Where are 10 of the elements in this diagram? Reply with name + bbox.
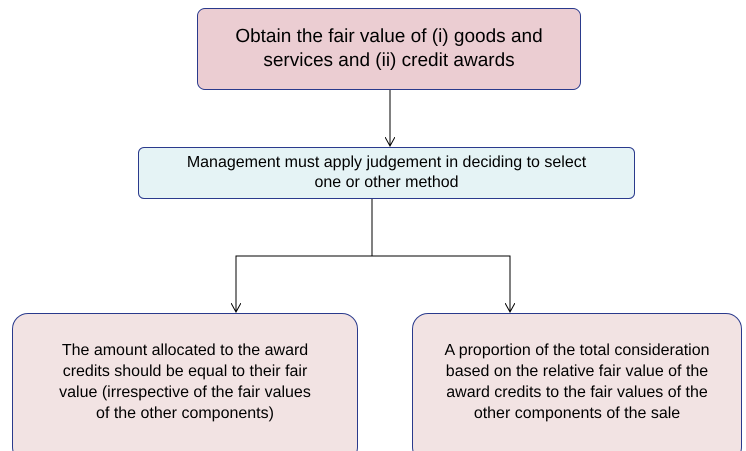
process-box bbox=[12, 313, 358, 451]
box-text: The amount allocated to the award credits should be equal to their fair value (irrespective of the fair values of the other components) bbox=[58, 341, 312, 424]
process-box bbox=[197, 8, 581, 90]
box-text: A proportion of the total consideration based on the relative fair value of the award credits to the fair values of the other components of the sale bbox=[443, 341, 711, 424]
arrow bbox=[384, 90, 396, 146]
process-box bbox=[412, 313, 742, 451]
box-text: Obtain the fair value of (i) goods and services and (ii) credit awards bbox=[234, 25, 544, 73]
arrow bbox=[372, 198, 516, 312]
process-box bbox=[138, 147, 635, 199]
box-text: Management must apply judgement in deciding to select one or other method bbox=[186, 153, 588, 193]
